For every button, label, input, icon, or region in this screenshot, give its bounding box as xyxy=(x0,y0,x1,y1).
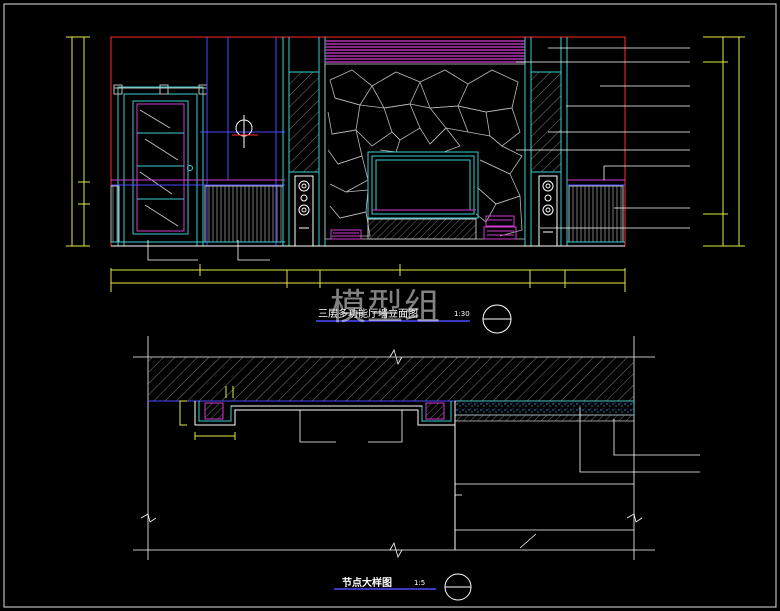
right-dimension-lines xyxy=(703,36,745,247)
detail-dimension-lines xyxy=(179,386,236,440)
elevation-title-block xyxy=(316,304,512,334)
detail-title: 节点大样图 xyxy=(342,578,392,589)
bottom-dimension-lines xyxy=(110,264,626,292)
detail-leader-lines xyxy=(299,407,700,549)
detail-scale: 1:5 xyxy=(414,579,426,587)
left-dimension-lines xyxy=(66,36,90,247)
tv-cabinet xyxy=(367,218,477,240)
door xyxy=(113,84,208,247)
cornice xyxy=(325,40,525,63)
right-wall-panel xyxy=(567,179,625,243)
insulation-layer xyxy=(454,400,635,416)
ceiling-slab xyxy=(147,356,635,402)
left-wall-panel xyxy=(110,37,285,246)
sheet-border xyxy=(3,3,777,608)
wall-elevation xyxy=(66,36,745,292)
left-pilaster xyxy=(282,37,326,246)
right-pilaster xyxy=(524,37,568,246)
leader-lines xyxy=(147,47,690,261)
left-speaker xyxy=(294,175,314,247)
elevation-title: 三层多功能厅墙立面图 xyxy=(318,309,418,320)
ceiling-profile xyxy=(194,401,456,550)
detail-title-block xyxy=(334,573,472,601)
av-equipment xyxy=(330,215,517,240)
right-speaker xyxy=(538,175,558,247)
elevation-scale: 1:30 xyxy=(454,310,470,318)
watermark: 模型组 xyxy=(330,287,442,328)
gypsum-board xyxy=(454,414,635,422)
node-detail xyxy=(133,336,700,560)
tv-screen xyxy=(367,151,479,219)
